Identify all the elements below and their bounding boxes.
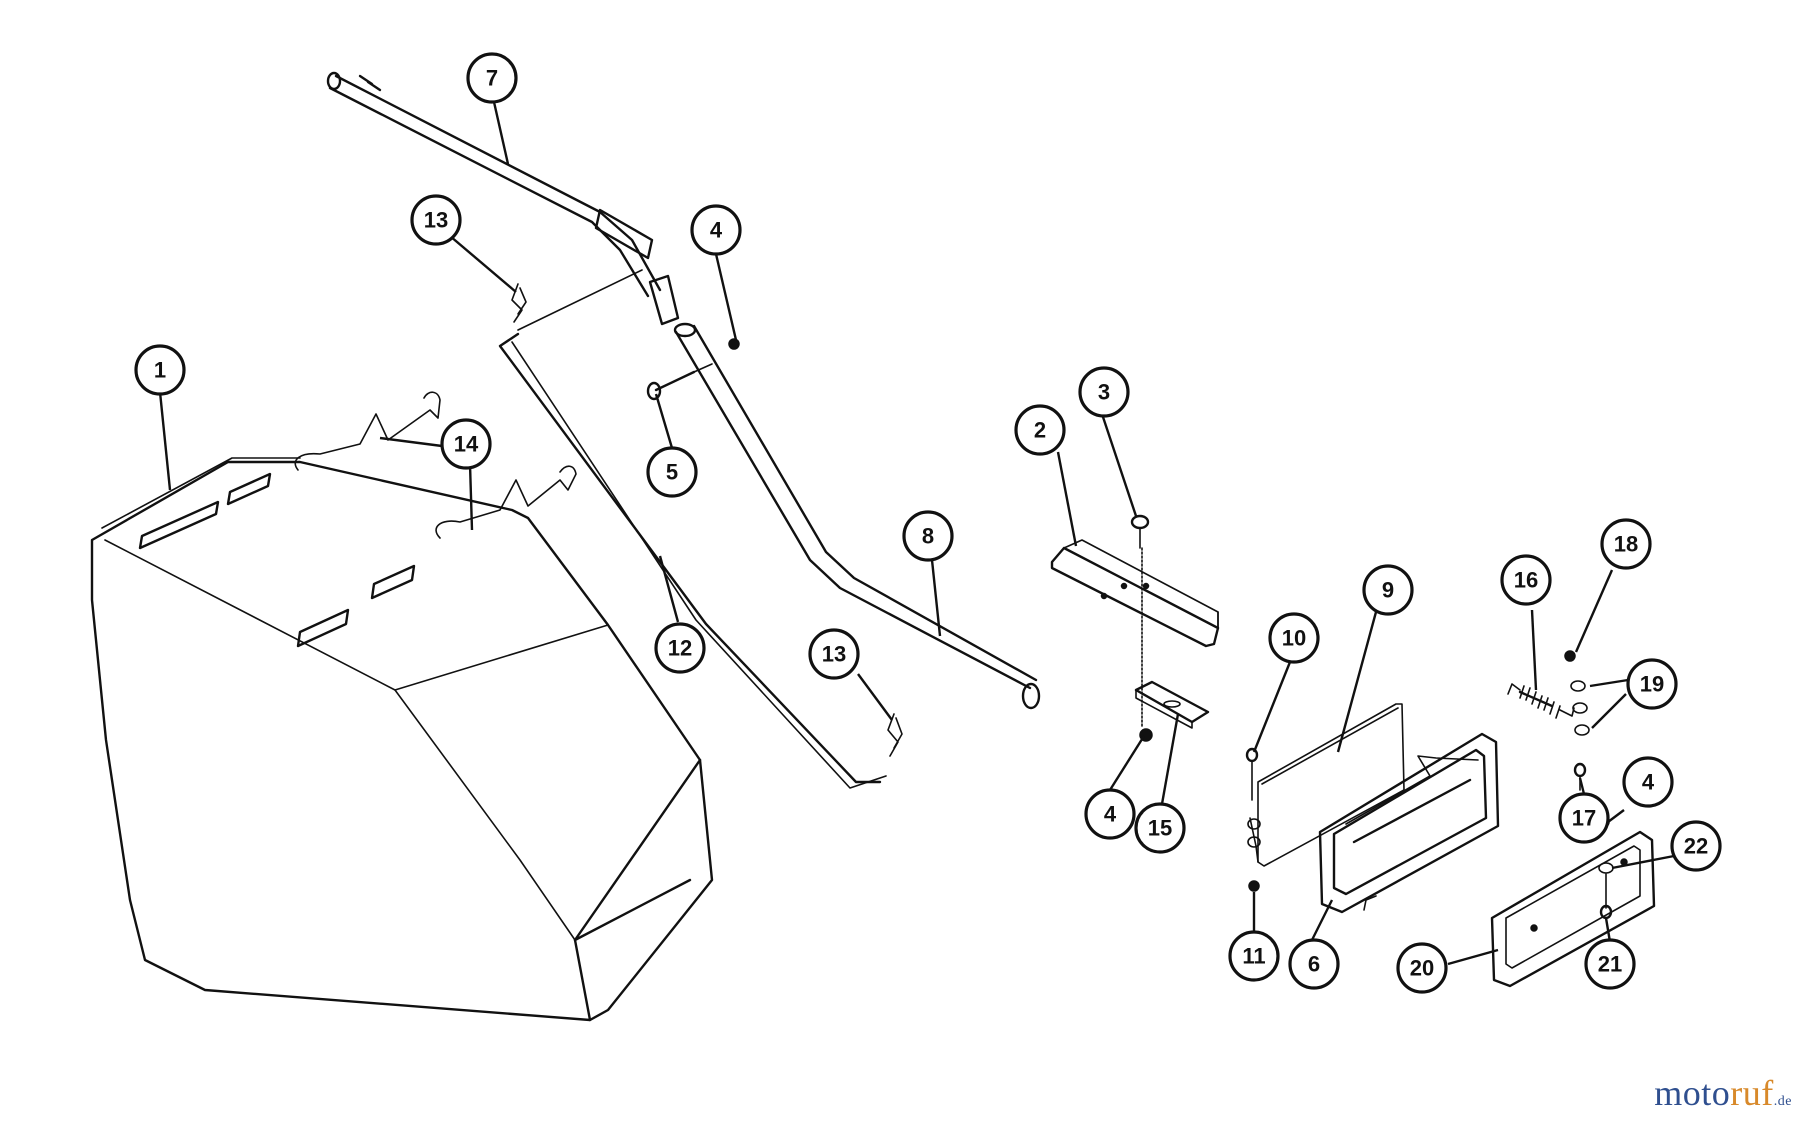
callout-7: 7 [466,52,518,104]
frame-wire-part [1249,703,1405,867]
callout-5: 5 [646,446,698,498]
svg-text:7: 7 [486,66,498,91]
svg-text:12: 12 [668,636,692,661]
callout-17: 17 [1558,792,1610,844]
callout-1: 1 [134,344,186,396]
svg-text:2: 2 [1034,418,1046,443]
svg-text:20: 20 [1410,956,1434,981]
callout-4: 4 [1084,788,1136,840]
svg-text:11: 11 [1242,944,1265,969]
svg-text:19: 19 [1640,672,1664,697]
callout-21: 21 [1584,938,1636,990]
callout-4: 4 [690,204,742,256]
upper-handle-part [326,71,680,326]
callout-3: 3 [1078,366,1130,418]
svg-text:3: 3 [1098,380,1110,405]
watermark-part3: .de [1773,1094,1792,1109]
svg-text:8: 8 [922,524,934,549]
hairpin-clip-part [511,283,903,757]
svg-text:13: 13 [424,208,448,233]
leader-lines [158,101,1675,966]
watermark-part1: moto [1654,1073,1731,1113]
callout-14: 14 [440,418,492,470]
svg-text:10: 10 [1282,626,1306,651]
callout-20: 20 [1396,942,1448,994]
channel-bracket-part [1050,539,1220,648]
hook-wire-part [294,391,577,539]
callout-4: 4 [1622,756,1674,808]
svg-text:13: 13 [822,642,846,667]
svg-text:4: 4 [1104,802,1117,827]
callouts: 1 2 3 4 4 4 5 6 7 8 9 10 [134,52,1722,994]
washer-part [1564,650,1590,791]
door-frame-part [1318,732,1500,914]
callout-12: 12 [654,622,706,674]
svg-text:6: 6 [1308,952,1320,977]
watermark-part2: ruf [1730,1073,1774,1113]
svg-text:17: 17 [1572,806,1596,831]
watermark: motoruf.de [1654,1072,1792,1114]
frame-hardware-part [1598,862,1614,920]
callout-8: 8 [902,510,954,562]
svg-text:14: 14 [454,432,479,457]
bag-runner [138,472,416,648]
callout-9: 9 [1362,564,1414,616]
callout-16: 16 [1500,554,1552,606]
callout-11: 11 [1228,930,1280,982]
callout-13: 13 [410,194,462,246]
small-hardware-part [1245,747,1261,892]
control-rod-part [498,269,887,789]
svg-text:22: 22 [1684,834,1708,859]
callout-10: 10 [1268,612,1320,664]
bracket-bolt-part [1130,514,1150,729]
plate-part [1134,680,1210,729]
callout-19: 19 [1626,658,1678,710]
callout-22: 22 [1670,820,1722,872]
svg-text:15: 15 [1148,816,1172,841]
callout-18: 18 [1600,518,1652,570]
lower-handle-part [673,322,1041,710]
svg-text:4: 4 [710,218,723,243]
svg-text:18: 18 [1614,532,1638,557]
svg-text:5: 5 [666,460,678,485]
callout-13: 13 [808,628,860,680]
callout-6: 6 [1288,938,1340,990]
svg-text:9: 9 [1382,578,1394,603]
svg-text:21: 21 [1598,952,1622,977]
callout-15: 15 [1134,802,1186,854]
grass-bag-part [90,457,714,1022]
callout-2: 2 [1014,404,1066,456]
spring-part [1507,683,1575,719]
svg-text:4: 4 [1642,770,1655,795]
bolt-part [646,363,713,401]
svg-text:16: 16 [1514,568,1538,593]
svg-text:1: 1 [154,358,166,383]
